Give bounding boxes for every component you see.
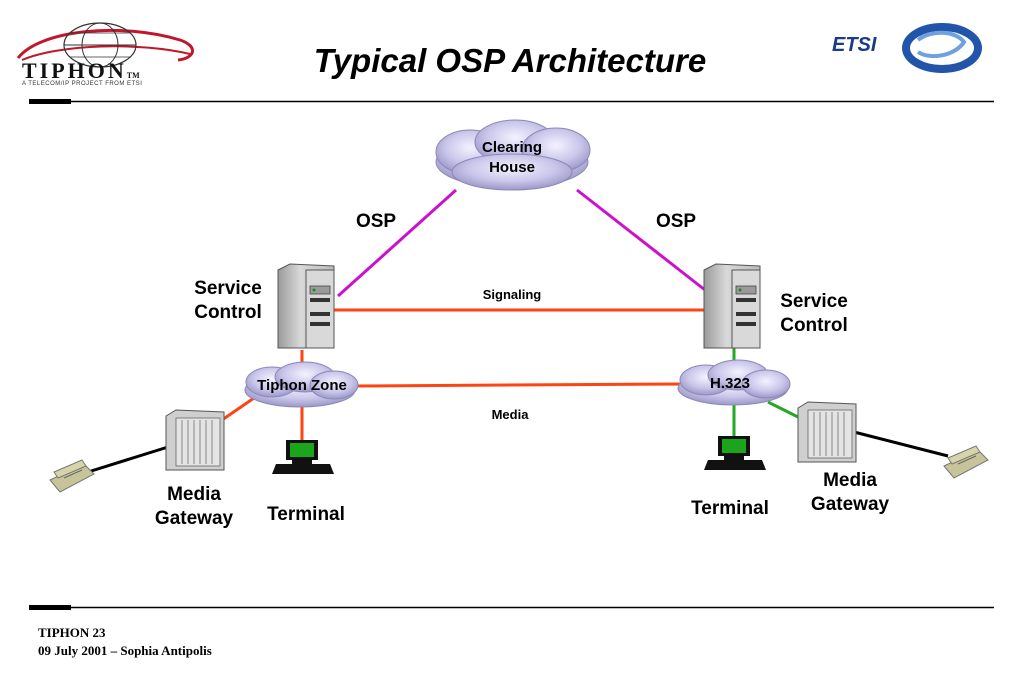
footer-rule bbox=[29, 605, 994, 610]
terminal-right-label: Terminal bbox=[691, 498, 769, 519]
service-control-left-label: Service Control bbox=[194, 278, 262, 323]
osp-label-left: OSP bbox=[355, 211, 397, 232]
osp-link-left bbox=[336, 188, 458, 298]
h323-cloud bbox=[677, 359, 791, 406]
page-title: Typical OSP Architecture bbox=[313, 42, 707, 79]
h323-label: H.323 bbox=[709, 375, 751, 392]
header-rule bbox=[29, 99, 994, 104]
terminal-left-icon bbox=[272, 440, 334, 474]
osp-label-right: OSP bbox=[655, 211, 697, 232]
footer-event: TIPHON 23 bbox=[38, 625, 106, 640]
tiphon-zone-cloud bbox=[244, 361, 359, 408]
right-phone-line bbox=[853, 430, 949, 458]
media-gateway-left-label: Media Gateway bbox=[154, 484, 234, 529]
media-label: Media bbox=[491, 407, 529, 422]
signaling-label: Signaling bbox=[482, 287, 542, 302]
clearing-house-label: Clearing House bbox=[481, 139, 542, 176]
tiphon-logo-text: TIPHONTM bbox=[22, 58, 140, 83]
terminal-left-label: Terminal bbox=[267, 504, 345, 525]
telephone-left-icon bbox=[49, 459, 95, 493]
etsi-logo-text: ETSI bbox=[832, 34, 877, 56]
server-left-icon bbox=[277, 263, 335, 349]
server-right-icon bbox=[703, 263, 761, 349]
service-control-right-label: Service Control bbox=[780, 291, 848, 336]
telephone-right-icon bbox=[943, 445, 989, 479]
clearing-house-cloud bbox=[435, 119, 591, 191]
etsi-logo bbox=[902, 23, 982, 73]
tiphon-logo bbox=[16, 22, 194, 68]
left-phone-line bbox=[87, 445, 169, 474]
tiphon-logo-tagline: A TELECOM/IP PROJECT FROM ETSI bbox=[22, 81, 143, 87]
media-link bbox=[351, 382, 683, 388]
left-zone-gateway-link bbox=[221, 396, 255, 422]
terminal-right-icon bbox=[704, 436, 766, 470]
tiphon-zone-label: Tiphon Zone bbox=[257, 377, 347, 394]
media-gateway-left-icon bbox=[165, 409, 225, 471]
media-gateway-right-icon bbox=[797, 401, 857, 463]
footer-date-location: 09 July 2001 – Sophia Antipolis bbox=[38, 643, 212, 658]
osp-link-right bbox=[576, 188, 706, 292]
media-gateway-right-label: Media Gateway bbox=[810, 470, 890, 515]
